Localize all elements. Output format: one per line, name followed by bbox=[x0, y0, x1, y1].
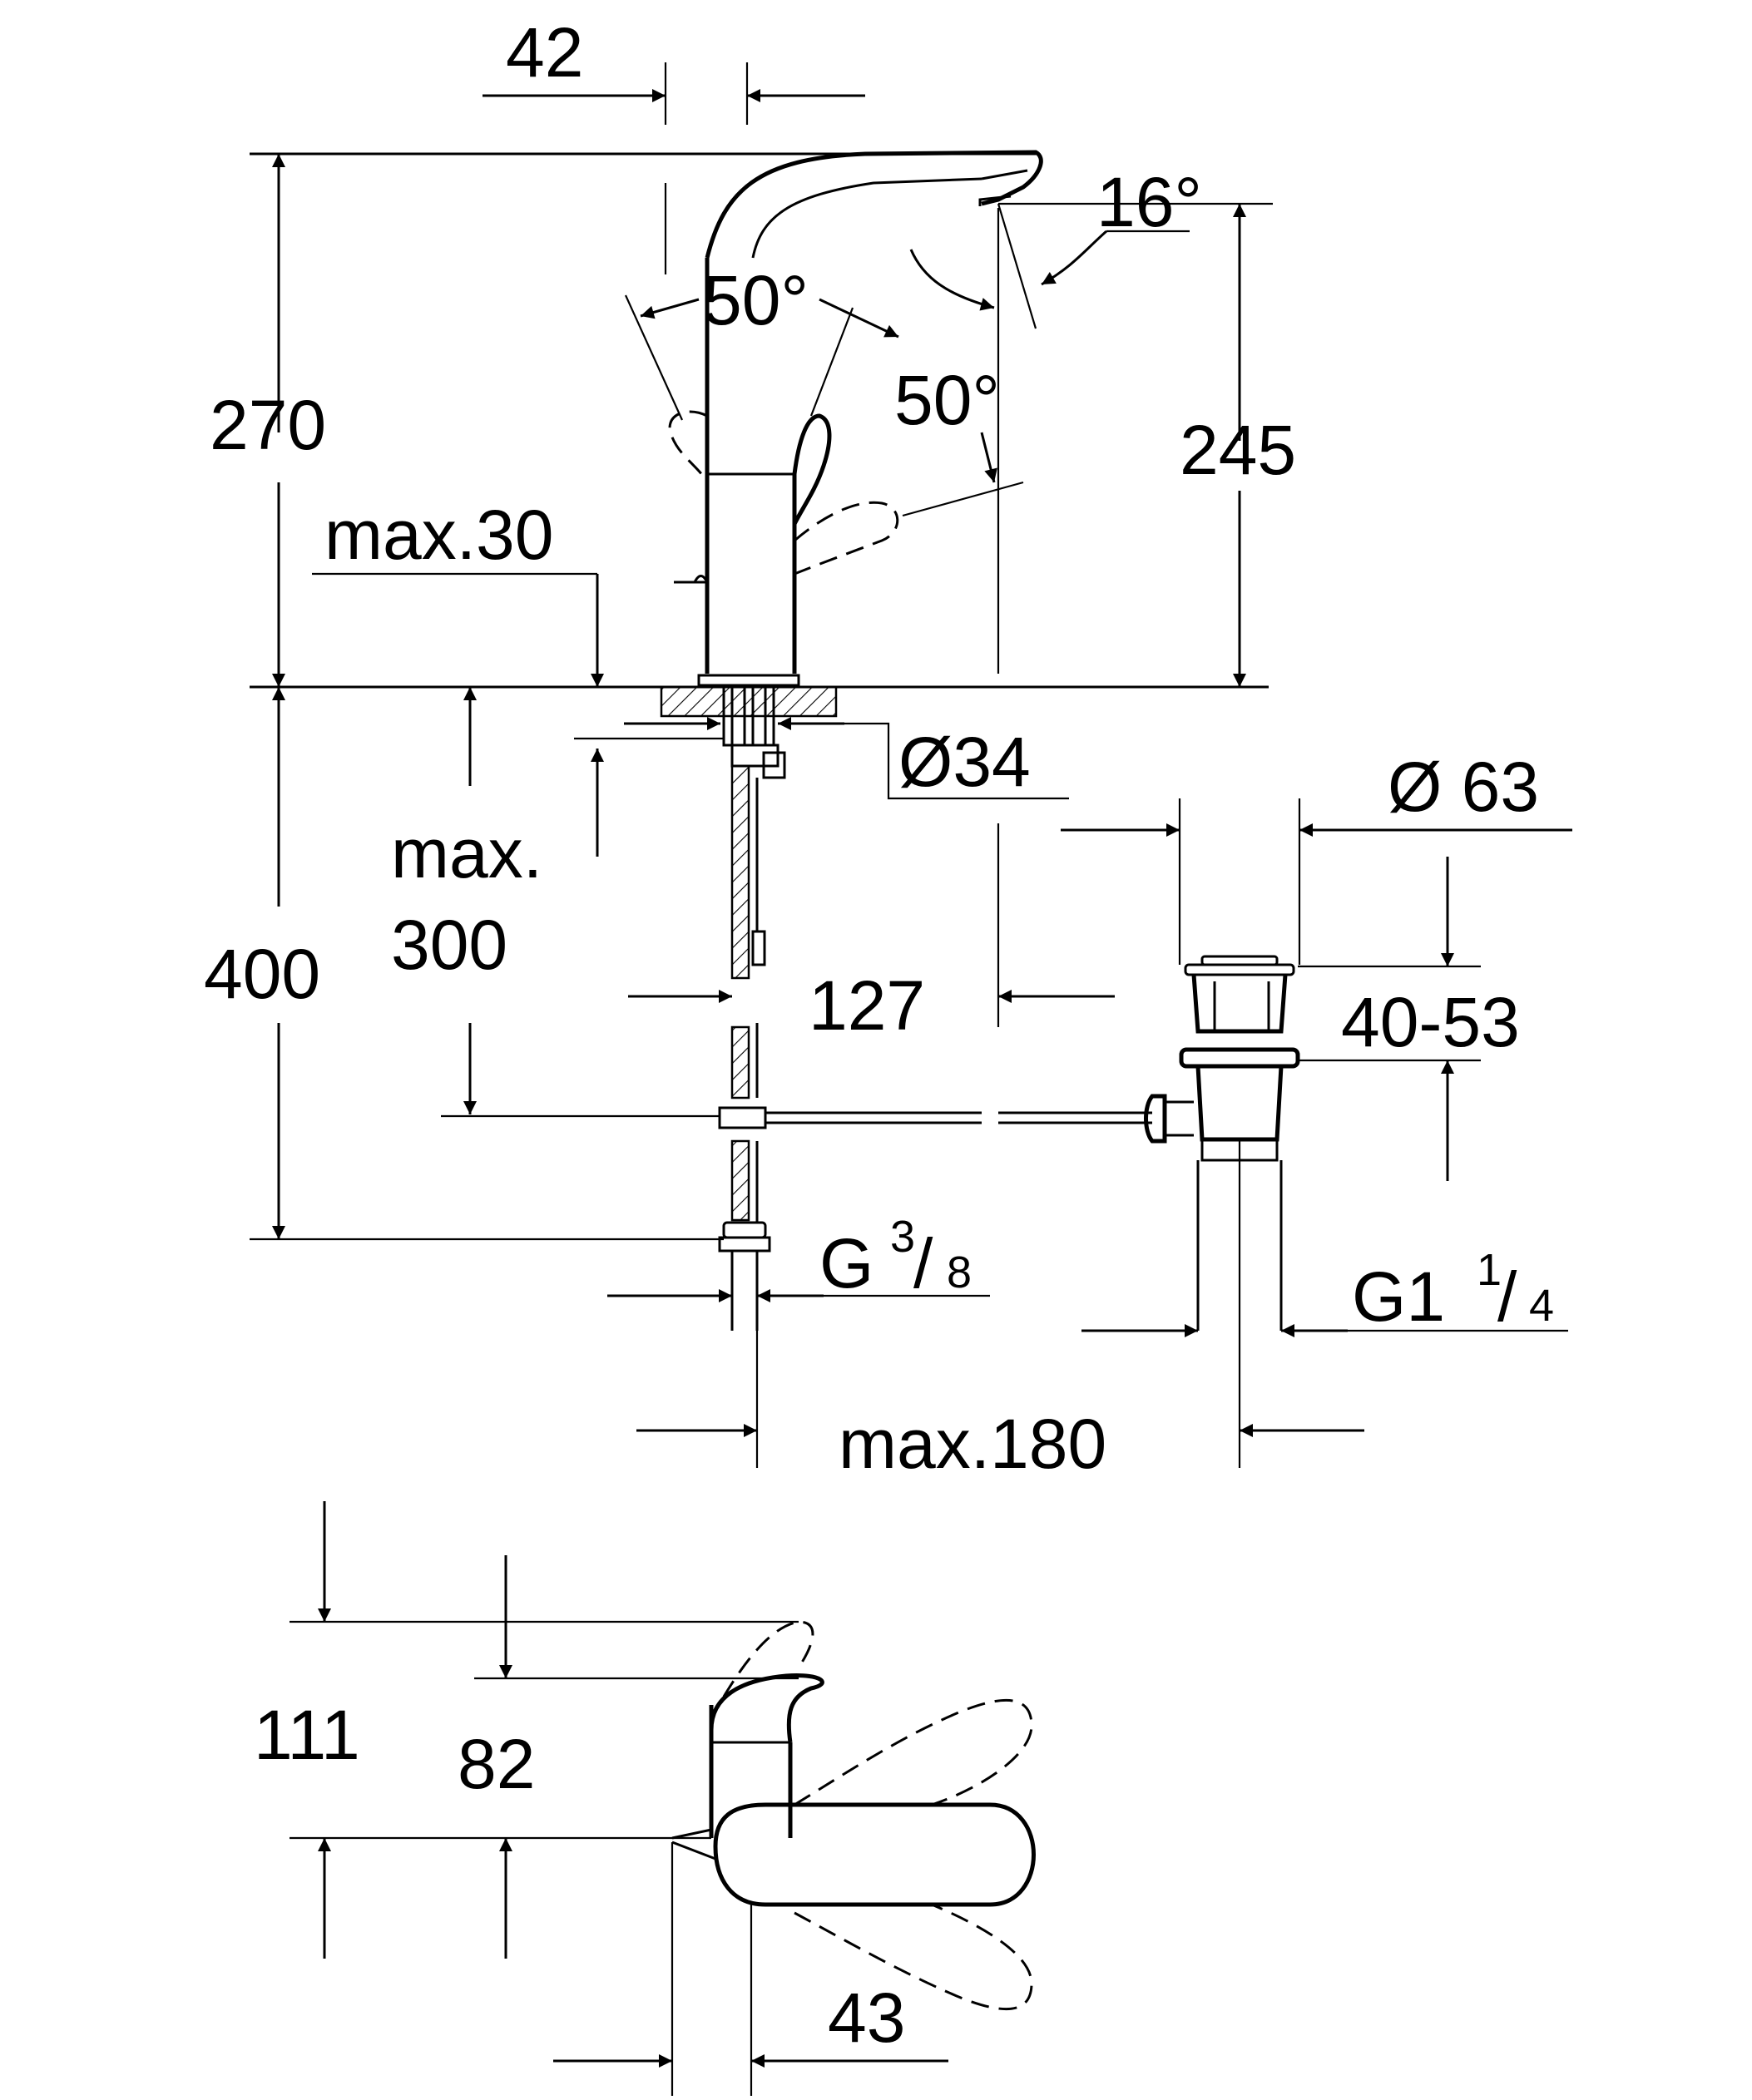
dim-50-degree-left: 50° bbox=[703, 261, 809, 339]
pop-up-rod bbox=[765, 1094, 1194, 1144]
dim-g-3-8-numerator: 3 bbox=[890, 1212, 915, 1262]
dim-diameter-63: Ø 63 bbox=[1388, 748, 1539, 826]
dim-max-label: max. bbox=[391, 814, 542, 892]
dim-g-3-8-main: G bbox=[819, 1224, 874, 1302]
dim-g1-1-4-numerator: 1 bbox=[1477, 1245, 1502, 1295]
dim-300: 300 bbox=[391, 906, 507, 984]
dimension-labels: 42 16° 50° 50° 270 245 max.30 Ø34 Ø 63 m… bbox=[204, 13, 1554, 2057]
faucet-elevation bbox=[660, 150, 1043, 779]
dim-400: 400 bbox=[204, 935, 320, 1013]
supply-hose bbox=[718, 764, 771, 1331]
dim-270: 270 bbox=[210, 386, 326, 464]
dim-g1-1-4-slash: / bbox=[1497, 1258, 1517, 1336]
dim-g1-1-4: G1 1 / 4 bbox=[1352, 1245, 1554, 1336]
dim-max-30: max.30 bbox=[324, 496, 553, 574]
dim-50-degree-right: 50° bbox=[894, 361, 1000, 439]
dimension-lines bbox=[250, 62, 1572, 1468]
faucet-top-view bbox=[671, 1620, 1036, 2011]
dim-16-degree: 16° bbox=[1096, 163, 1202, 241]
dim-g1-1-4-main: G1 bbox=[1352, 1258, 1445, 1336]
dim-diameter-34: Ø34 bbox=[898, 723, 1031, 801]
dim-43: 43 bbox=[828, 1979, 905, 2057]
top-view-dimension-lines bbox=[290, 1501, 948, 2096]
dim-42: 42 bbox=[506, 13, 583, 91]
dim-40-53: 40-53 bbox=[1341, 983, 1520, 1061]
dim-g1-1-4-denominator: 4 bbox=[1529, 1281, 1554, 1331]
dim-245: 245 bbox=[1180, 411, 1296, 489]
dim-82: 82 bbox=[458, 1725, 535, 1803]
dim-g-3-8-denominator: 8 bbox=[947, 1248, 972, 1297]
dim-127: 127 bbox=[809, 966, 925, 1045]
dim-g-3-8-slash: / bbox=[913, 1224, 933, 1302]
dim-max-180: max.180 bbox=[839, 1405, 1106, 1483]
dim-g-3-8: G 3 / 8 bbox=[819, 1212, 972, 1302]
dim-111: 111 bbox=[254, 1696, 360, 1774]
